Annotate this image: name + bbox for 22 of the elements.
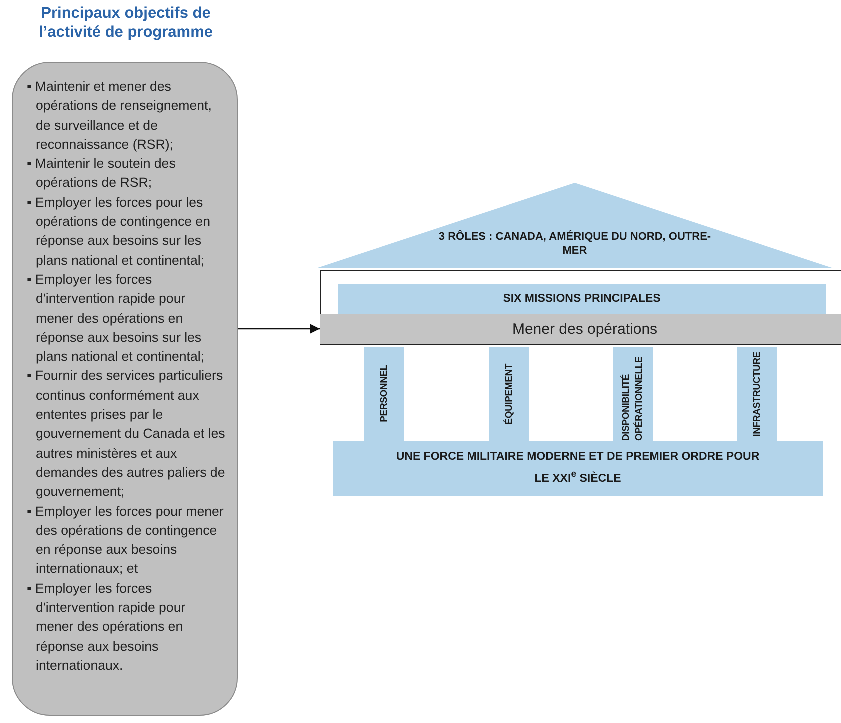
bullet-item: ▪ Maintenir et mener des opérations de renseignement, de surveillance et de reconnaissance (RSR); <box>27 79 212 152</box>
arrow <box>238 324 320 334</box>
heading: Principaux objectifs de l’activité de programme <box>38 4 214 42</box>
node-label: DISPONIBILITÉ OPÉRATIONNELLE <box>621 356 645 441</box>
node-label: INFRASTRUCTURE <box>752 352 762 436</box>
bullet-item: ▪ Employer les forces d'intervention rapide pour mener des opérations en réponse aux besoins sur les plans national et continental; <box>27 272 205 364</box>
foundation-band: UNE FORCE MILITAIRE MODERNE ET DE PREMIER ORDRE POUR LE XXI$^{e}$ SIÈCLE <box>333 441 823 496</box>
pillar: INFRASTRUCTURE <box>737 347 777 441</box>
node-label: ÉQUIPEMENT <box>504 364 514 424</box>
bullet-item: ▪ Fournir des services particuliers continus conformément aux ententes prises par le gouvernement du Canada et les autres ministères et aux demandes des autres paliers de gouvernement; <box>27 368 226 500</box>
bullet-item: ▪ Employer les forces pour mener des opérations de contingence en réponse aux besoins internationaux; et <box>27 504 224 576</box>
node-label: PERSONNEL <box>378 365 390 423</box>
missions-band: SIX MISSIONS PRINCIPALES <box>338 284 826 314</box>
bullet-item: ▪ Employer les forces d'intervention rapide pour mener des opérations en réponse aux besoins internationaux. <box>27 580 186 673</box>
roof-text: 3 RÔLES : CANADA, AMÉRIQUE DU NORD, OUTRE-MER <box>438 230 712 258</box>
bullet-item: ▪ Maintenir le soutein des opérations de RSR; <box>27 156 176 190</box>
pillar: ÉQUIPEMENT <box>489 347 529 441</box>
pillar: PERSONNEL <box>364 347 404 441</box>
bullet-item: ▪ Employer les forces pour les opérations de contingence en réponse aux besoins sur les plans national et continental; <box>27 194 210 268</box>
pillar: DISPONIBILITÉ OPÉRATIONNELLE <box>613 347 653 441</box>
operations-band: Mener des opérations <box>320 314 841 344</box>
roof-triangle <box>318 183 832 268</box>
